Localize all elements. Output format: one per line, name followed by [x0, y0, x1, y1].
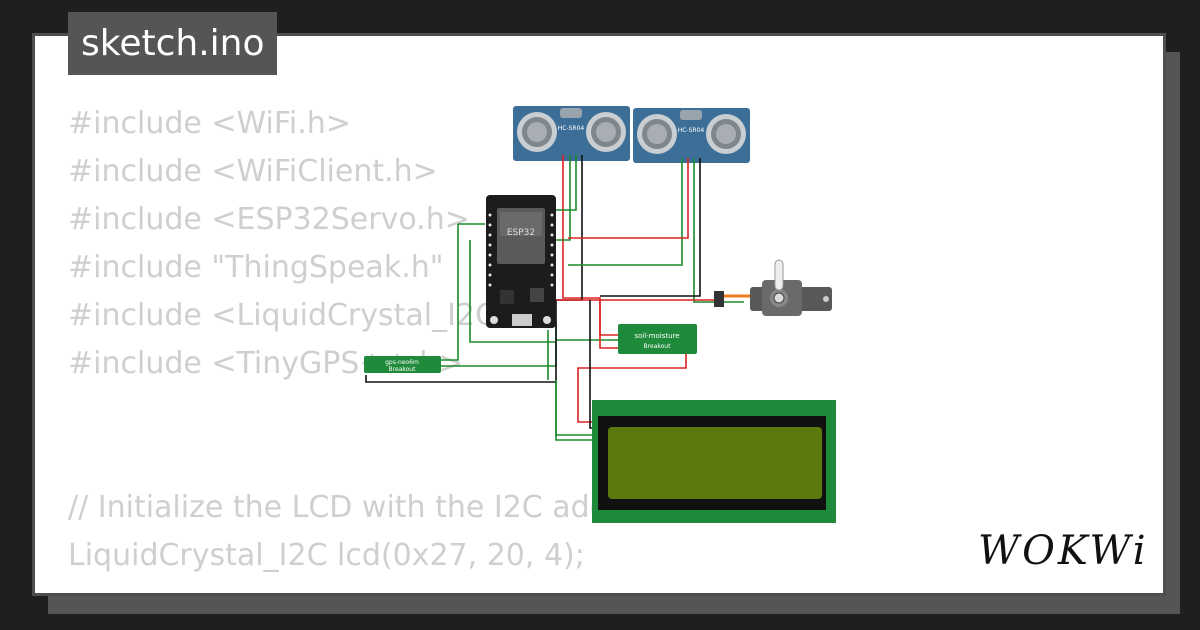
- soil-label: soil-moisture: [634, 332, 679, 340]
- lcd-display[interactable]: [592, 400, 836, 523]
- code-line: #include <WiFiClient.h>: [68, 154, 438, 189]
- ultrasonic-sensor-1[interactable]: HC-SR04: [513, 106, 630, 161]
- ultrasonic-sensor-2[interactable]: HC-SR04: [633, 108, 750, 163]
- wires: [365, 155, 744, 441]
- code-line: LiquidCrystal_I2C lcd(0x27, 20, 4);: [68, 538, 585, 573]
- gps-sub-label: Breakout: [389, 366, 417, 373]
- servo-motor[interactable]: [714, 259, 832, 316]
- code-line: #include <WiFi.h>: [68, 106, 351, 141]
- esp32-label: ESP32: [507, 228, 535, 238]
- file-tab[interactable]: sketch.ino: [68, 12, 278, 75]
- soil-moisture-sensor[interactable]: soil-moisture Breakout: [618, 324, 697, 354]
- sensor-2-label: HC-SR04: [678, 127, 705, 134]
- esp32-board[interactable]: ESP32: [486, 195, 556, 328]
- soil-sub-label: Breakout: [644, 343, 672, 350]
- code-line: #include <ESP32Servo.h>: [68, 202, 470, 237]
- gps-label: gps-neo6m: [385, 359, 419, 366]
- sensor-1-label: HC-SR04: [558, 125, 585, 132]
- code-preview: #include <WiFi.h> #include <WiFiClient.h…: [68, 100, 755, 580]
- gps-module[interactable]: gps-neo6m Breakout: [364, 356, 441, 373]
- code-line: #include "ThingSpeak.h": [68, 250, 444, 285]
- wokwi-logo: WOKWi: [978, 528, 1149, 574]
